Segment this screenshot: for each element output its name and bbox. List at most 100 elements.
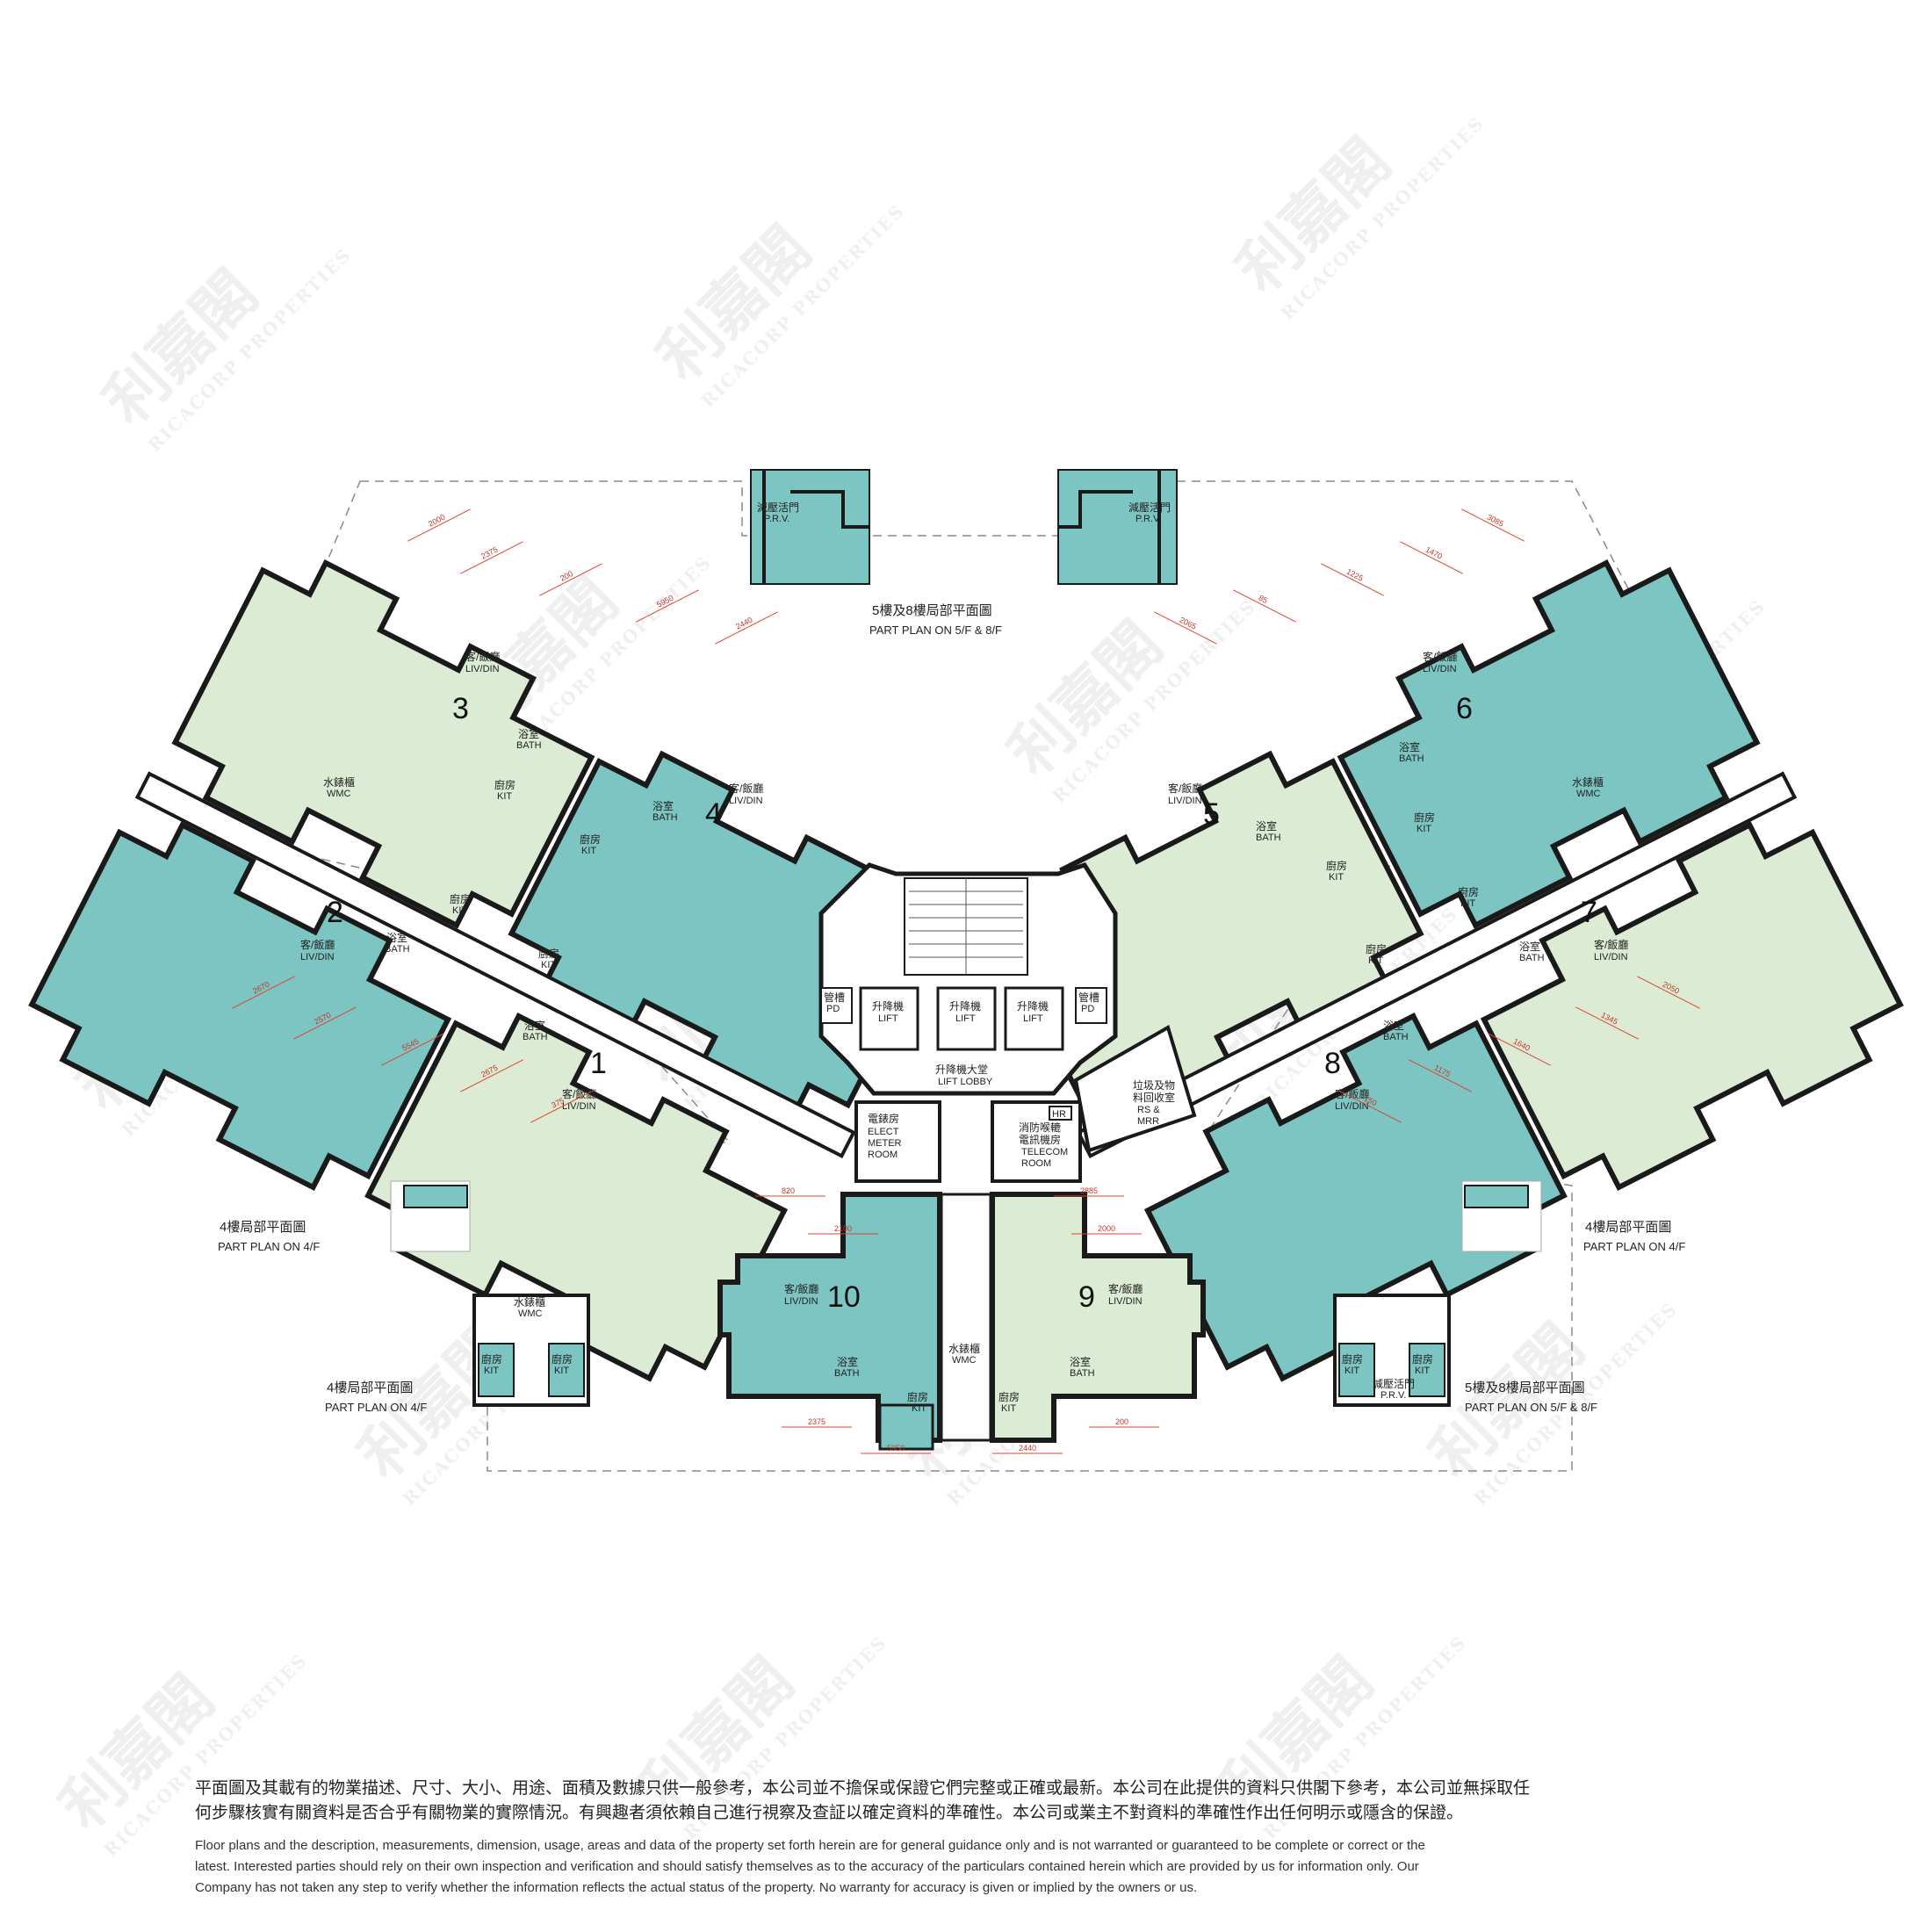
part-plan-58-en-top: PART PLAN ON 5/F & 8/F — [869, 624, 1002, 637]
part-plan-bottom-left — [472, 1294, 590, 1407]
part-plan-4-cn-left: 4樓局部平面圖 — [220, 1220, 306, 1235]
kit-en-inset-a: KIT — [484, 1366, 499, 1376]
kit-en-2: KIT — [452, 905, 467, 916]
dimension-line — [460, 1059, 523, 1092]
bath-cn-7: 浴室 — [1519, 940, 1540, 953]
dimension-line — [1461, 508, 1525, 542]
bath-en-2: BATH — [385, 944, 410, 955]
lift-1 — [859, 986, 919, 1051]
bottom-corridor — [940, 1193, 992, 1442]
wmc-en-right: WMC — [1576, 789, 1601, 799]
kit-en-9: KIT — [1001, 1403, 1016, 1414]
bath-cn-5: 浴室 — [1256, 819, 1277, 833]
hose-reel — [1049, 1106, 1072, 1121]
part-plan-58-cn-top: 5樓及8樓局部平面圖 — [872, 603, 992, 618]
wmc-cn-inset: 水錶櫃 — [514, 1295, 545, 1308]
part-plan-58-en-bottom: PART PLAN ON 5/F & 8/F — [1465, 1401, 1597, 1414]
kit-cn-6: 廚房 — [1414, 811, 1435, 824]
bath-cn-1: 浴室 — [524, 1019, 545, 1032]
bath-en-4: BATH — [652, 812, 678, 823]
dimension-label: 820 — [782, 1186, 795, 1195]
right-corridor — [1076, 771, 1798, 1159]
kit-cn-inset-c: 廚房 — [1342, 1352, 1363, 1366]
rs-cn-2: 料回收室 — [1133, 1091, 1175, 1104]
prv-en-right: P.R.V. — [1135, 514, 1161, 524]
unit-number-6: 6 — [1456, 692, 1473, 725]
disclaimer: 平面圖及其載有的物業描述、尺寸、大小、用途、面積及數據只供一般參考，本公司並不擔… — [195, 1776, 1741, 1899]
elect-cn: 電錶房 — [868, 1112, 899, 1125]
kit-en-6: KIT — [1417, 824, 1431, 834]
rs-cn-1: 垃圾及物 — [1133, 1078, 1175, 1092]
prv-cn-right: 減壓活門 — [1128, 501, 1171, 514]
dimension-label: 85 — [1258, 594, 1269, 605]
refuse-room — [1073, 1025, 1197, 1153]
bath-en-10: BATH — [834, 1368, 860, 1379]
lift-cn-3: 升降機 — [1017, 999, 1049, 1013]
liv-cn-1: 客/飯廳 — [562, 1087, 596, 1100]
lift-en-2: LIFT — [955, 1013, 976, 1024]
liv-en-3: LIV/DIN — [465, 664, 500, 674]
kit-cn-10: 廚房 — [907, 1390, 928, 1403]
part-plan-4-en-left: PART PLAN ON 4/F — [218, 1240, 320, 1253]
lift-2 — [936, 986, 997, 1051]
disclaimer-en-2: latest. Interested parties should rely o… — [195, 1859, 1419, 1874]
rs-en-2: MRR — [1137, 1116, 1159, 1127]
liv-cn-6: 客/飯廳 — [1423, 650, 1457, 663]
unit-number-2: 2 — [327, 896, 343, 929]
dimension-label: 200 — [1115, 1417, 1128, 1426]
telecom-cn-1: 消防喉轆 — [1019, 1121, 1061, 1134]
dimension-line — [636, 589, 699, 623]
bath-cn-2: 浴室 — [386, 931, 407, 944]
unit-number-10: 10 — [827, 1280, 861, 1314]
dimension-line — [293, 1006, 357, 1040]
lift-lobby-cn: 升降機大堂 — [935, 1063, 988, 1076]
prv-cn-left: 減壓活門 — [757, 501, 799, 514]
part-plan-58-cn-bottom: 5樓及8樓局部平面圖 — [1465, 1381, 1585, 1395]
dimension-line — [1409, 1059, 1472, 1092]
dimension-line — [1233, 589, 1296, 623]
dimension-label: 200 — [559, 569, 574, 583]
dimension-line — [1154, 611, 1217, 645]
dimension-label: 2100 — [834, 1224, 852, 1233]
wmc-en-left: WMC — [327, 789, 351, 799]
pd-en-left: PD — [826, 1004, 840, 1014]
wmc-en-bottom: WMC — [952, 1355, 977, 1366]
liv-cn-7: 客/飯廳 — [1594, 938, 1628, 951]
bath-en-7: BATH — [1519, 953, 1545, 963]
disclaimer-en-3: Company has not taken any step to verify… — [195, 1880, 1198, 1895]
disclaimer-zh-2: 何步驟核實有關資料是否合乎有關物業的實際情況。有興趣者須依賴自己進行視察及查証以… — [195, 1803, 1464, 1822]
liv-en-4: LIV/DIN — [729, 796, 763, 806]
kit-cn-2: 廚房 — [450, 892, 471, 905]
dimension-line — [460, 541, 523, 574]
elect-en-2: METER — [868, 1138, 902, 1149]
kit-cn-9: 廚房 — [998, 1390, 1020, 1403]
bath-cn-6: 浴室 — [1399, 740, 1420, 753]
unit-number-7: 7 — [1581, 896, 1597, 929]
dimension-label: 2375 — [808, 1417, 825, 1426]
dimension-line — [407, 508, 471, 542]
liv-cn-9: 客/飯廳 — [1108, 1282, 1143, 1295]
bath-cn-10: 浴室 — [837, 1355, 858, 1368]
dimension-label: 2440 — [1019, 1444, 1036, 1453]
kit-en-inset-c: KIT — [1344, 1366, 1359, 1376]
liv-en-5: LIV/DIN — [1168, 796, 1202, 806]
unit-number-1: 1 — [590, 1047, 607, 1080]
kit-en-inset-b: KIT — [554, 1366, 569, 1376]
prv-en-bottom: P.R.V. — [1381, 1390, 1406, 1401]
bath-en-8: BATH — [1383, 1032, 1409, 1042]
lift-cn-2: 升降機 — [949, 999, 981, 1013]
pd-en-right: PD — [1081, 1004, 1094, 1014]
dimension-label: 2885 — [1080, 1186, 1098, 1195]
part-plan-4f-right — [1461, 1180, 1542, 1252]
dimension-line — [530, 1090, 594, 1123]
kit-cn-5: 廚房 — [1326, 859, 1347, 872]
part-plan-4-cn-bottom: 4樓局部平面圖 — [327, 1381, 413, 1395]
kit-en-10: KIT — [912, 1403, 926, 1414]
liv-en-10: LIV/DIN — [784, 1296, 818, 1307]
dimension-line — [1321, 563, 1384, 596]
lift-3 — [1004, 986, 1064, 1051]
lift-cn-1: 升降機 — [872, 999, 904, 1013]
lift-en-1: LIFT — [878, 1013, 898, 1024]
bath-cn-9: 浴室 — [1070, 1355, 1091, 1368]
